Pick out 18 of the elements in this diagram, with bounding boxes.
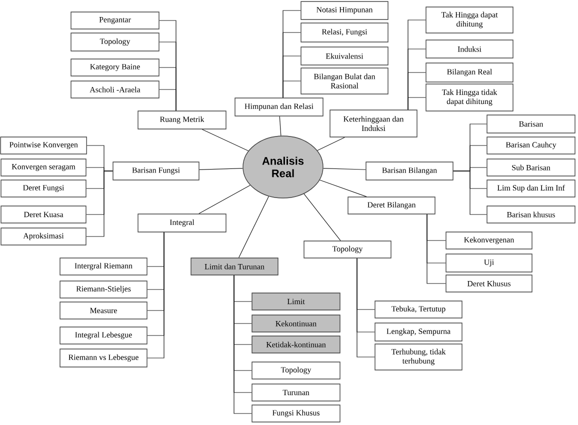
connector-line (408, 97, 426, 110)
connector-line (282, 80, 301, 98)
connector-line (234, 275, 252, 414)
connector-line (453, 170, 487, 215)
connector-line (319, 180, 367, 197)
connector-line (356, 258, 375, 358)
connector-line (279, 116, 282, 136)
connector-line (159, 89, 176, 111)
connector-line (304, 194, 341, 241)
connector-line (147, 232, 164, 358)
connector-line (198, 184, 250, 214)
connector-line (202, 129, 249, 152)
connector-line (199, 168, 243, 170)
connector-line (317, 137, 345, 151)
connector-line (426, 214, 446, 284)
connector-line (238, 196, 270, 258)
connector-line (86, 170, 113, 237)
connector-line (323, 168, 366, 170)
